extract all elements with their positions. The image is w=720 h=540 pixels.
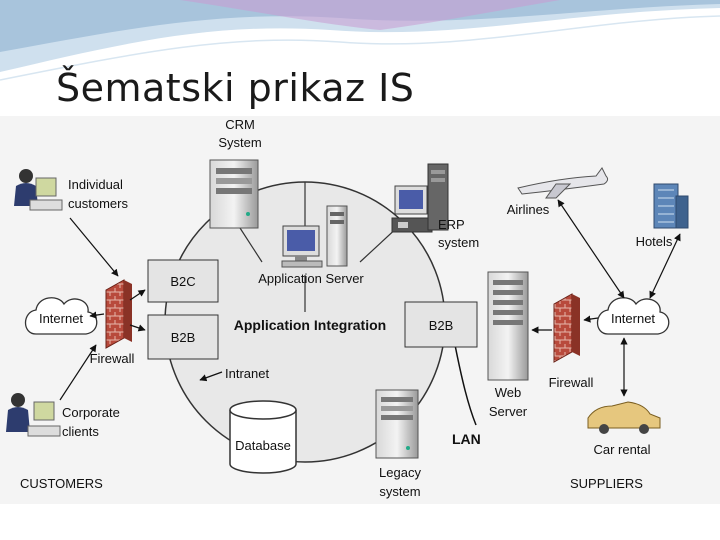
b2c-label: B2C — [170, 274, 195, 289]
individual-customer-icon — [14, 169, 63, 211]
suppliers-firewall-icon — [553, 293, 580, 363]
b2b-right-box — [404, 301, 478, 348]
intranet-pointer-arrow — [199, 371, 223, 382]
application-server-icon — [281, 205, 348, 268]
customer-arrows — [59, 217, 146, 401]
corporate-client-icon — [6, 393, 61, 437]
legacy-server-icon — [375, 389, 419, 459]
airplane-icon — [517, 167, 609, 199]
customers-internet-cloud-icon — [24, 297, 98, 335]
b2b-left-box — [147, 314, 219, 360]
suppliers-internet-label: Internet — [611, 311, 655, 326]
customers-internet-label: Internet — [39, 311, 83, 326]
web-server-icon — [487, 271, 529, 381]
header-wave-decoration — [0, 0, 720, 81]
suppliers-group-label: SUPPLIERS — [570, 476, 643, 491]
supplier-arrows — [531, 199, 681, 397]
car-rental-label: Car rental — [593, 442, 650, 457]
customers-firewall-label: Firewall — [90, 351, 135, 366]
suppliers-firewall-label: Firewall — [549, 375, 594, 390]
lan-label: LAN — [452, 431, 481, 447]
erp-label-line1: ERP — [438, 217, 465, 232]
legacy-label-line2: system — [379, 484, 420, 499]
intranet-label: Intranet — [225, 366, 269, 381]
corporate-clients-label-line1: Corporate — [62, 405, 120, 420]
web-server-label-line1: Web — [495, 385, 522, 400]
individual-customers-label-line1: Individual — [68, 177, 123, 192]
database-label: Database — [235, 438, 291, 453]
legacy-label-line1: Legacy — [379, 465, 421, 480]
customers-firewall-icon — [105, 279, 132, 349]
crm-label-line2: System — [218, 135, 261, 150]
database-icon — [229, 400, 297, 474]
web-server-label-line2: Server — [489, 404, 528, 419]
hotels-label: Hotels — [636, 234, 673, 249]
hotel-building-icon — [653, 183, 689, 229]
b2b-right-label: B2B — [429, 318, 454, 333]
lan-link — [454, 344, 477, 426]
crm-label-line1: CRM — [225, 117, 255, 132]
airlines-label: Airlines — [507, 202, 550, 217]
application-integration-label: Application Integration — [234, 317, 386, 333]
individual-customers-label-line2: customers — [68, 196, 128, 211]
slide-title: Šematski prikaz IS — [56, 66, 415, 110]
suppliers-internet-cloud-icon — [596, 297, 670, 335]
erp-server-icon — [391, 163, 449, 233]
application-server-label: Application Server — [258, 271, 364, 286]
b2c-box — [147, 259, 219, 303]
corporate-clients-label-line2: clients — [62, 424, 99, 439]
crm-server-icon — [209, 159, 259, 229]
b2b-left-label: B2B — [171, 330, 196, 345]
erp-label-line2: system — [438, 235, 479, 250]
customers-group-label: CUSTOMERS — [20, 476, 103, 491]
car-rental-icon — [587, 401, 661, 434]
